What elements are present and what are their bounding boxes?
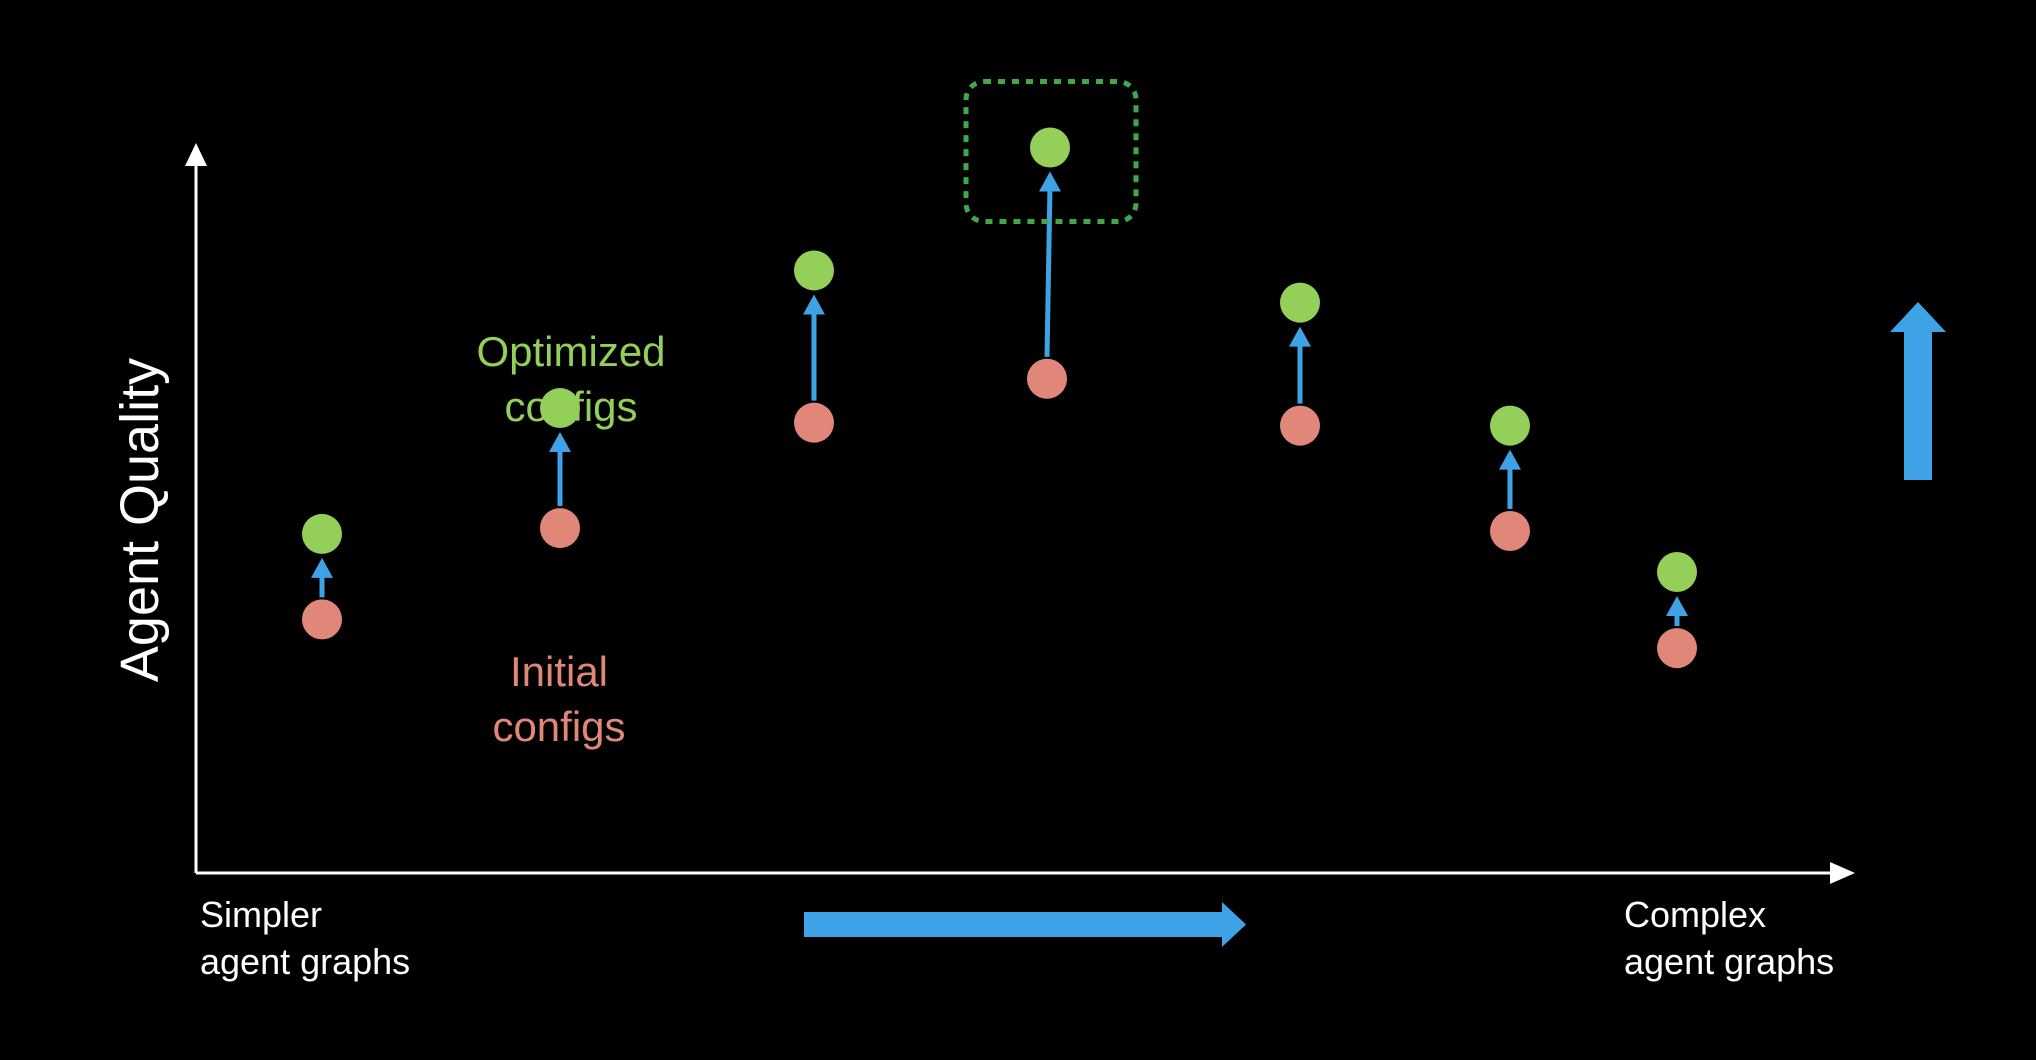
improvement-arrowhead-icon	[1666, 595, 1688, 616]
x-axis-left-label-line-1: Simpler	[200, 894, 322, 935]
improvement-arrowhead-icon	[803, 294, 825, 315]
quality-increase-arrow-icon	[1890, 302, 1946, 480]
y-axis-label: Agent Quality	[110, 358, 170, 682]
optimized-config-point	[1030, 127, 1070, 168]
y-axis-arrowhead-icon	[185, 143, 207, 166]
initial-config-point	[1490, 511, 1530, 552]
x-axis-right-label-line-2: agent graphs	[1624, 941, 1834, 982]
improvement-arrowhead-icon	[1039, 171, 1061, 192]
improvement-arrowhead-icon	[1499, 449, 1521, 470]
initial-config-point	[794, 402, 834, 443]
initial-config-point	[302, 599, 342, 640]
initial-config-point	[1027, 358, 1067, 399]
improvement-arrowhead-icon	[311, 557, 333, 578]
data-marks	[302, 79, 1697, 669]
initial-configs-label-line-1: Initial	[510, 648, 608, 695]
optimized-configs-label-line-1: Optimized	[476, 328, 665, 375]
improvement-arrowhead-icon	[549, 432, 571, 453]
x-axis-left-label-line-2: agent graphs	[200, 941, 410, 982]
x-axis-arrowhead-icon	[1830, 862, 1855, 884]
best-config-highlight-box	[963, 79, 1139, 224]
initial-configs-label-line-2: configs	[492, 703, 625, 750]
optimized-config-point	[1490, 405, 1530, 446]
optimized-config-point	[1657, 551, 1697, 592]
optimized-config-point	[794, 250, 834, 291]
improvement-arrow-shaft	[1044, 185, 1053, 357]
complexity-increase-arrow-icon	[804, 902, 1246, 947]
optimized-config-point	[302, 513, 342, 554]
improvement-arrowhead-icon	[1289, 326, 1311, 347]
initial-config-point	[1657, 628, 1697, 669]
initial-config-point	[1280, 405, 1320, 446]
optimized-config-point	[540, 388, 580, 429]
optimized-config-point	[1280, 282, 1320, 323]
initial-config-point	[540, 508, 580, 549]
x-axis-right-label-line-1: Complex	[1624, 894, 1766, 935]
